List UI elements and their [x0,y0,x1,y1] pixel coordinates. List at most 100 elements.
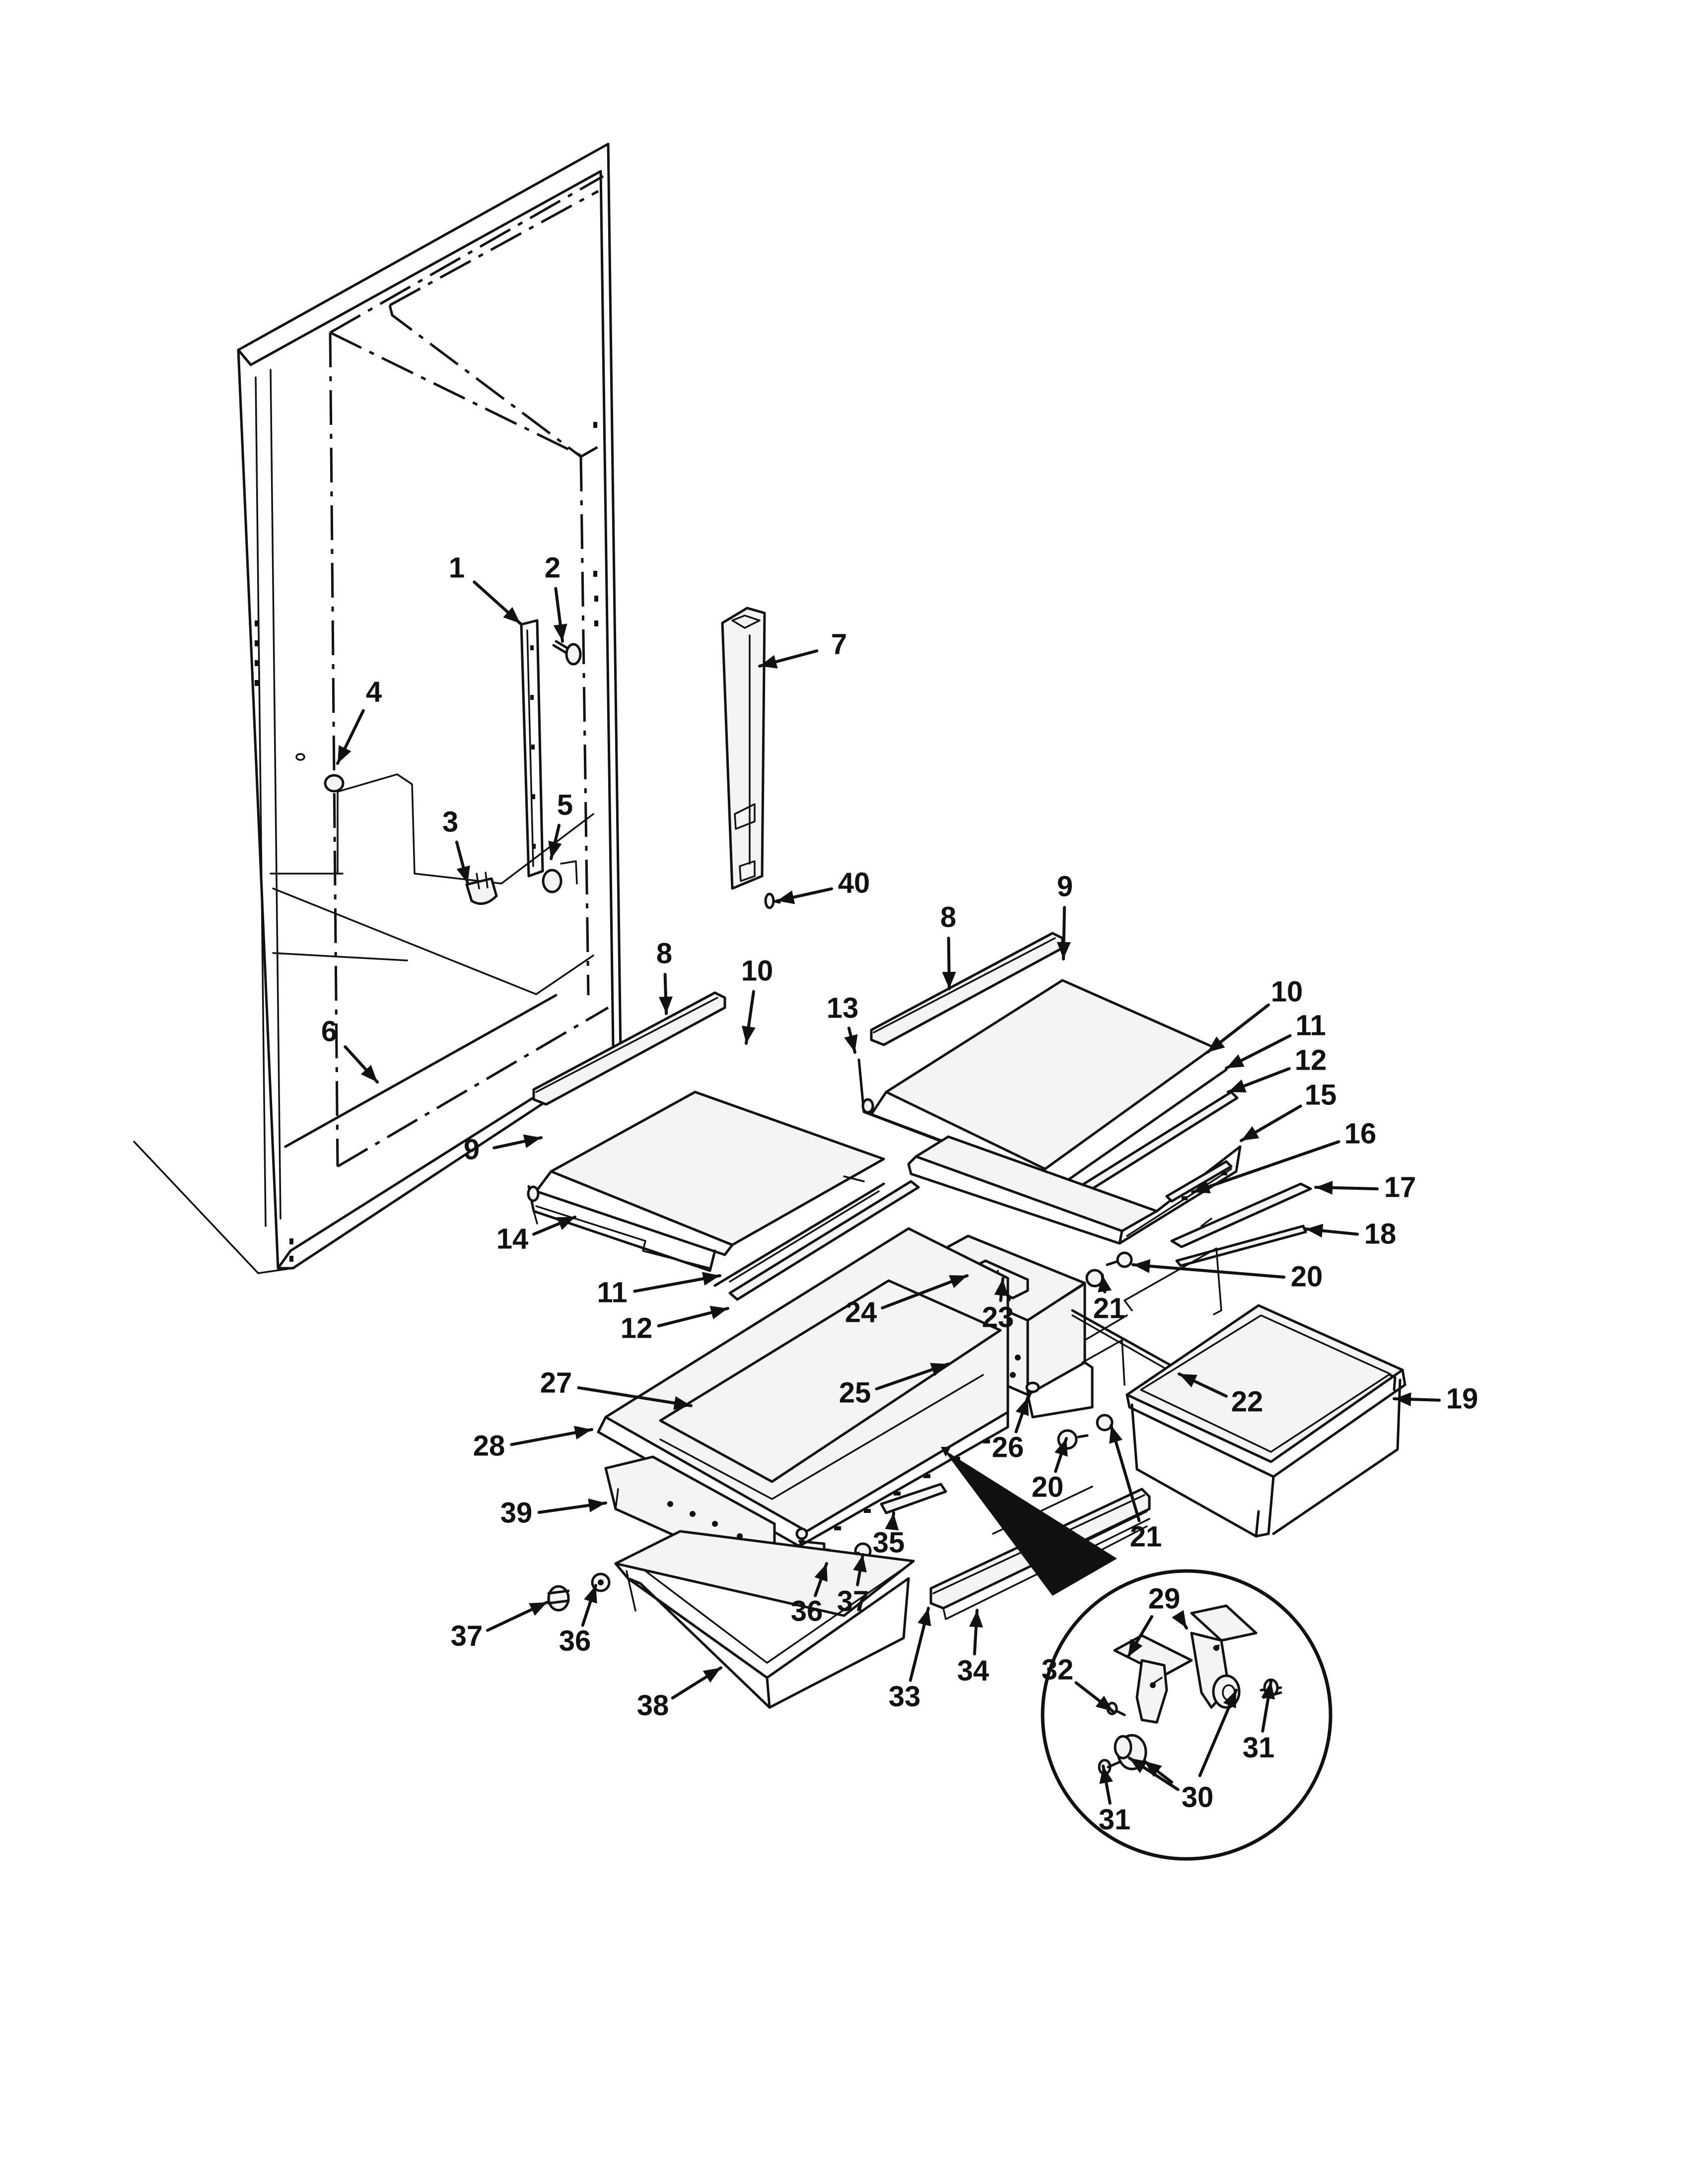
callout-arrow-c37a [853,1553,867,1586]
callout-c9a: 9 [464,1133,480,1165]
callout-arrow-c11b [1225,1034,1292,1070]
callout-c32: 32 [1042,1653,1074,1686]
callout-c5: 5 [557,789,573,821]
callout-c34: 34 [957,1654,989,1687]
callout-arrow-c8a [658,972,673,1015]
callout-c39: 39 [500,1497,533,1529]
callout-arrow-c6 [344,1045,379,1084]
callout-c3: 3 [442,806,458,838]
part-36-37-hardware-left [547,1572,611,1612]
callout-arrow-c33 [909,1607,931,1682]
right-shelf-assembly [857,932,1312,1315]
callout-c28: 28 [473,1430,505,1462]
callout-arrow-c28 [510,1426,593,1446]
callout-arrow-c36a [814,1562,828,1597]
callout-arrow-c16 [1191,1140,1340,1194]
callout-arrow-c29-a [1126,1615,1154,1658]
part-3-clip [465,872,498,905]
callout-arrow-c14 [532,1216,576,1236]
callout-c12a: 12 [621,1312,653,1344]
callout-arrow-c24 [881,1274,969,1309]
callout-arrow-c31b [1099,1765,1113,1805]
callout-c40: 40 [838,867,870,899]
callout-c10a: 10 [741,955,774,987]
part-7-cover [721,607,766,890]
callout-c21b: 21 [1130,1520,1162,1553]
callout-arrow-c32 [1074,1681,1115,1713]
callout-c23: 23 [982,1301,1014,1333]
callout-c4: 4 [366,676,382,708]
callout-c18: 18 [1364,1218,1397,1250]
callout-arrow-c23 [994,1277,1008,1302]
callout-c37a: 37 [837,1585,869,1617]
part-22-rod [1071,1309,1181,1376]
callout-c2: 2 [545,551,561,584]
callout-c33: 33 [889,1680,921,1712]
callout-c35: 35 [873,1526,905,1559]
cabinet-liner [133,142,622,1274]
callout-c20b: 20 [1032,1471,1064,1503]
callout-arrow-c39 [537,1498,607,1514]
callout-c29: 29 [1148,1582,1181,1615]
callout-c11b: 11 [1295,1009,1326,1041]
callout-c30: 30 [1182,1781,1214,1813]
callout-arrow-c12a [657,1305,729,1328]
callout-arrow-c31a [1261,1680,1275,1733]
callout-arrow-c5 [548,823,562,860]
callout-c16: 16 [1344,1117,1377,1150]
callout-c11a: 11 [597,1276,627,1308]
callout-arrow-c35 [885,1511,899,1531]
callout-arrow-c36b [581,1584,597,1627]
callout-c8b: 8 [940,901,956,933]
callout-arrow-c2 [553,587,567,643]
callout-c20a: 20 [1291,1260,1323,1293]
callout-arrow-c25 [875,1363,950,1391]
callout-c36a: 36 [791,1595,823,1627]
part-38-crisper-drawer [614,1530,915,1709]
callout-c15: 15 [1305,1079,1337,1111]
callout-arrow-c15 [1240,1104,1302,1142]
callout-arrow-c19 [1393,1392,1441,1407]
callout-c37b: 37 [451,1620,483,1652]
callout-arrow-c21a [1098,1273,1112,1294]
callout-c25: 25 [839,1376,871,1409]
callout-arrow-c18 [1304,1224,1359,1238]
callout-c12b: 12 [1295,1044,1327,1076]
callout-c27: 27 [540,1366,572,1399]
callout-arrow-c20b [1054,1437,1068,1473]
part-2-screw [552,640,582,666]
callout-arrow-c9a [492,1134,543,1150]
callout-arrow-c21b [1109,1424,1141,1522]
callout-arrow-c34 [969,1609,984,1656]
callout-arrow-c20a [1131,1259,1286,1279]
callout-arrow-c30b-a [1143,1760,1174,1784]
callout-c9b: 9 [1057,870,1073,902]
callout-arrow-c12b [1227,1067,1291,1093]
callout-arrow-c7 [758,649,819,669]
callout-arrow-c17 [1314,1180,1379,1195]
left-shelf-assembly [527,991,920,1301]
callout-arrow-c3 [455,840,470,885]
callout-arrow-c29-b [1172,1610,1188,1630]
callout-arrow-c10a [741,990,756,1045]
part-19-crisper-drawer [1125,1304,1407,1538]
callout-c26: 26 [992,1431,1024,1463]
detail-magnifier [941,1447,1333,1861]
callout-c17: 17 [1384,1171,1416,1203]
callout-arrow-c40 [775,887,833,904]
callout-c19: 19 [1446,1382,1478,1415]
callout-arrow-c10b [1206,1003,1270,1054]
callout-c6: 6 [321,1015,337,1047]
callout-c38: 38 [637,1689,669,1721]
callout-c14: 14 [496,1223,529,1255]
callout-arrow-c30b-b [1198,1689,1238,1777]
part-35-clip [880,1483,947,1514]
callout-arrow-c4 [336,709,365,765]
callout-c21a: 21 [1093,1292,1125,1324]
callout-c22: 22 [1231,1385,1264,1418]
part-4-knob [295,753,345,793]
part-1-shelf-ladder [520,619,544,878]
callout-arrow-c22 [1178,1372,1228,1398]
callout-c8a: 8 [656,937,672,969]
